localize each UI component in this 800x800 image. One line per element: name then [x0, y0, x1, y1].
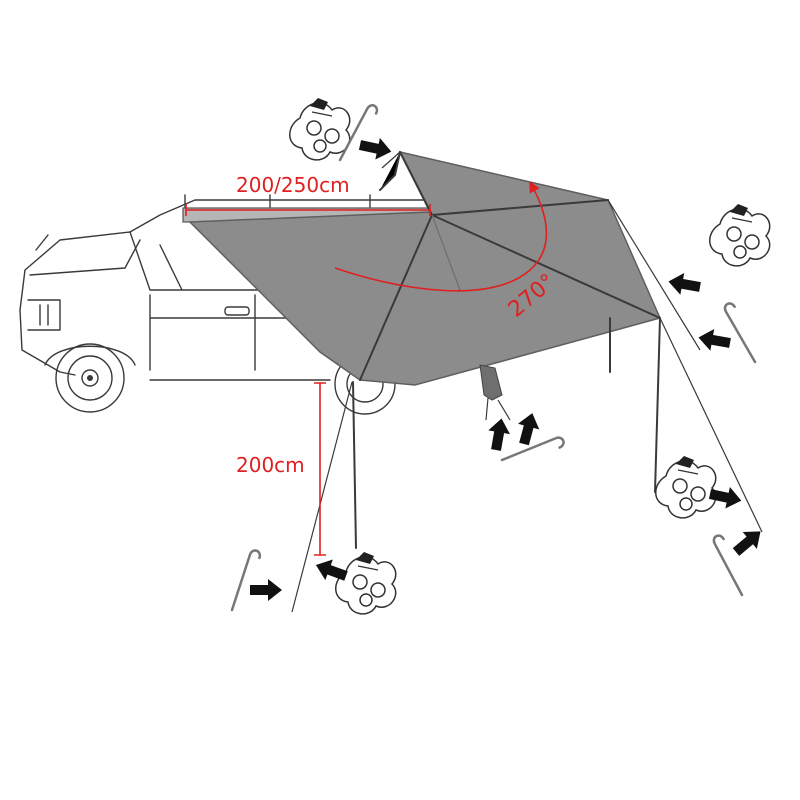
sandbag-icon: [654, 455, 717, 519]
awning-icon: [188, 150, 763, 613]
arrow-icon: [696, 326, 732, 354]
ground-peg-icon: [230, 547, 263, 615]
arrow-icon: [357, 134, 394, 163]
ground-peg-icon: [721, 300, 765, 364]
sandbag-icon: [708, 203, 771, 267]
arrow-icon: [250, 579, 282, 601]
arrow-icon: [513, 410, 543, 447]
width-label: 200/250cm: [236, 173, 350, 197]
height-label: 200cm: [236, 453, 305, 477]
sandbag-icon: [334, 551, 397, 615]
rotation-arc: [334, 181, 548, 292]
arrow-icon: [728, 523, 768, 561]
arrow-icon: [485, 416, 513, 452]
dimension-width: [185, 204, 431, 216]
sandbag-icon: [288, 97, 351, 161]
arrow-icon: [666, 270, 702, 298]
dimension-height: [314, 382, 326, 556]
ground-peg-icon: [500, 434, 567, 471]
